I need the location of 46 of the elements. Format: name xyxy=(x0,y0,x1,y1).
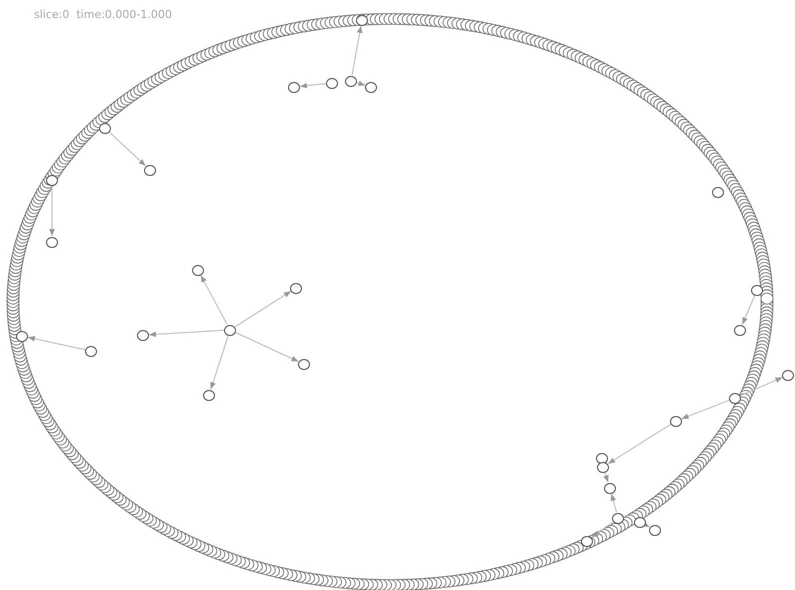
arrow xyxy=(352,25,362,76)
node-circle xyxy=(345,76,357,86)
arrow xyxy=(740,376,783,396)
node-circle xyxy=(649,524,661,536)
node-circle xyxy=(751,284,763,296)
arrow xyxy=(300,82,326,88)
arrow xyxy=(148,330,224,338)
arrow xyxy=(608,424,672,464)
slice-time-label: slice:0 time:0.000-1.000 xyxy=(34,8,172,21)
node-circle xyxy=(16,330,28,342)
node-circle xyxy=(326,78,338,88)
arrow xyxy=(356,80,366,86)
arrow xyxy=(234,290,292,328)
node-circle xyxy=(597,462,609,472)
arrow xyxy=(642,521,650,528)
node-circle xyxy=(46,236,58,248)
node-circle xyxy=(85,346,97,356)
node-circle xyxy=(137,330,149,340)
node-circle xyxy=(729,392,741,404)
arrow xyxy=(200,274,228,326)
arrow xyxy=(108,132,146,166)
arrow xyxy=(49,186,55,236)
arrow xyxy=(610,493,617,513)
node-circle xyxy=(604,482,616,494)
node-circle xyxy=(782,370,794,380)
node-circle xyxy=(734,324,746,336)
node-circle xyxy=(192,264,204,276)
node-circle xyxy=(288,82,300,92)
node-circle xyxy=(290,282,302,294)
arrow xyxy=(27,336,86,350)
node-circle xyxy=(144,164,156,176)
node-circle xyxy=(298,358,310,370)
node-circle xyxy=(581,536,593,546)
arrow xyxy=(591,521,614,538)
node-circle xyxy=(670,416,682,426)
node-circle xyxy=(365,82,377,92)
node-circle xyxy=(612,512,624,524)
node-circle xyxy=(596,452,608,464)
arrow xyxy=(603,472,609,483)
node-circle xyxy=(712,186,724,198)
arrow xyxy=(235,332,299,362)
arrow xyxy=(210,335,229,390)
arrow xyxy=(681,400,730,420)
node-circle xyxy=(203,390,215,400)
arrow xyxy=(742,295,756,325)
node-circle xyxy=(224,324,236,336)
